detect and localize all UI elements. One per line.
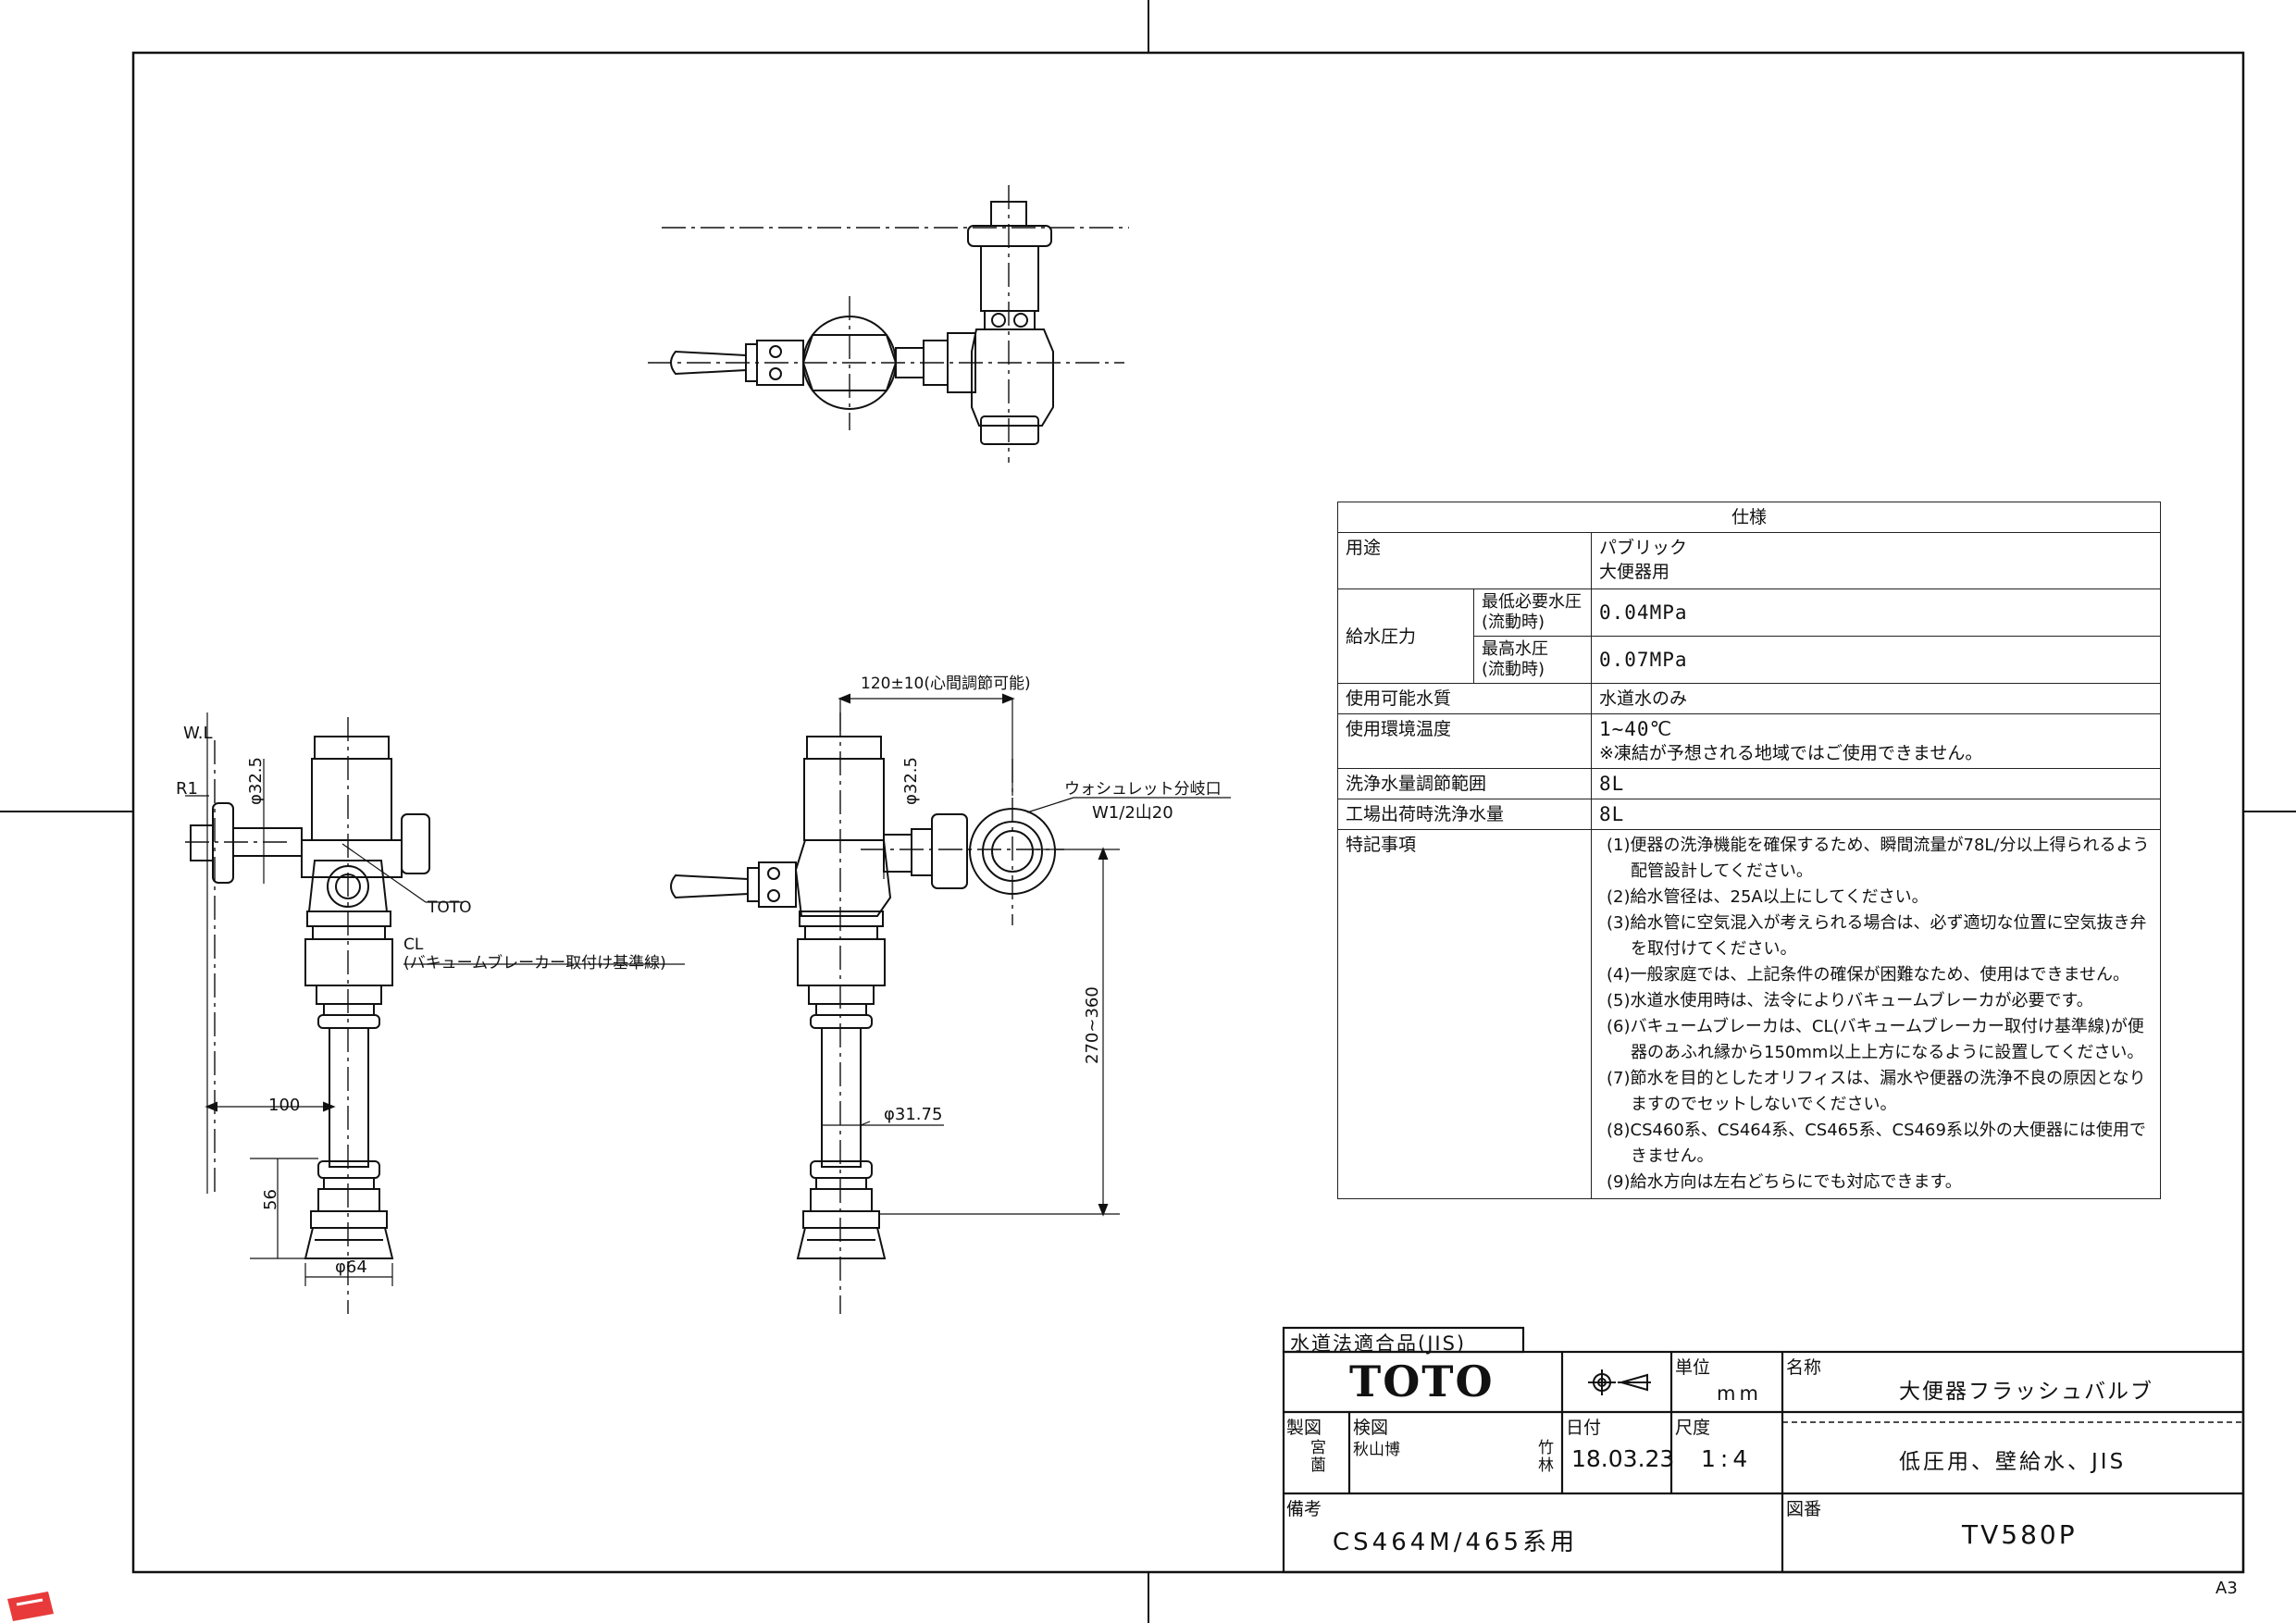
note-5: (5)水道水使用時は、法令によりバキュームブレーカが必要です。: [1607, 991, 2093, 1010]
max-pressure-label: 最高水圧 (流動時): [1473, 636, 1592, 684]
usage-value-public: パブリック: [1599, 538, 1688, 558]
corner-logo-icon: [7, 1592, 54, 1621]
usage-values: パブリック 大便器用: [1591, 532, 2161, 589]
scale-label: 尺度: [1675, 1418, 1711, 1438]
wl-label: W.L: [183, 724, 212, 743]
note-9: (9)給水方向は左右どちらにでも対応できます。: [1607, 1172, 1962, 1192]
top-view: [648, 185, 1129, 463]
dim-270-label: 270~360: [1083, 986, 1102, 1064]
usage-value-toilet: 大便器用: [1599, 562, 1670, 582]
note-7: (7)節水を目的としたオリフィスは、漏水や便器の洗浄不良の原因となりますのでセッ…: [1607, 1069, 2146, 1114]
note-3: (3)給水管に空気混入が考えられる場合は、必ず適切な位置に空気抜き弁を取付けてく…: [1607, 913, 2147, 959]
r1-label: R1: [176, 779, 198, 799]
phi325-right-label: φ32.5: [901, 757, 921, 805]
jis-compliance-label: 水道法適合品(JIS): [1290, 1332, 1467, 1355]
date-value: 18.03.23: [1571, 1445, 1675, 1472]
cl-label: CL: [403, 935, 424, 954]
temperature-label: 使用環境温度: [1337, 713, 1592, 769]
checked-names: 秋山博: [1353, 1441, 1400, 1459]
projection-symbol-icon: [1588, 1369, 1651, 1395]
washlet-branch-label: ウォシュレット分岐口: [1064, 780, 1222, 799]
notes-cell: (1)便器の洗浄機能を確保するため、瞬間流量が78L/分以上得られるよう配管設計…: [1591, 829, 2161, 1199]
description-value: 低圧用、壁給水、JIS: [1899, 1450, 2127, 1474]
spec-table: 仕様 用途 パブリック 大便器用 給水圧力 最低必要水圧 (流動時) 0.04M…: [1337, 502, 2161, 1199]
w12-label: W1/2山20: [1092, 803, 1173, 823]
sheet-size-label: A3: [2215, 1579, 2238, 1598]
left-front-view: [185, 712, 685, 1314]
dimension-labels: W.L R1 φ32.5 TOTO CL (バキュームブレーカー取付け基準線) …: [176, 675, 1222, 1277]
temperature-value: 1~40℃: [1599, 718, 1673, 740]
drawing-no-label: 図番: [1786, 1499, 1822, 1519]
note-1: (1)便器の洗浄機能を確保するため、瞬間流量が78L/分以上得られるよう配管設計…: [1607, 836, 2150, 881]
note-6: (6)バキュームブレーカは、CL(バキュームブレーカー取付け基準線)が便器のあふ…: [1607, 1017, 2144, 1062]
drawing-no-value: TV580P: [1962, 1519, 2078, 1550]
spec-title: 仕様: [1337, 502, 2161, 533]
flush-range-value: 8L: [1591, 768, 2161, 799]
phi64-label: φ64: [335, 1258, 367, 1277]
remarks-value: CS464M/465系用: [1333, 1529, 1579, 1556]
dim-120-label: 120±10(心間調節可能): [861, 675, 1031, 693]
scale-value: 1:4: [1701, 1445, 1753, 1472]
unit-value: mm: [1717, 1382, 1762, 1405]
date-label: 日付: [1566, 1418, 1602, 1438]
flush-range-label: 洗浄水量調節範囲: [1337, 768, 1592, 799]
name-label: 名称: [1786, 1357, 1822, 1378]
drawn-names: 宮薗: [1310, 1439, 1326, 1475]
phi325-left-label: φ32.5: [246, 757, 266, 805]
note-4: (4)一般家庭では、上記条件の確保が困難なため、使用はできません。: [1607, 965, 2129, 985]
cl-note-label: (バキュームブレーカー取付け基準線): [403, 953, 666, 973]
toto-leader-label: TOTO: [427, 898, 472, 917]
note-2: (2)給水管径は、25A以上にしてください。: [1607, 887, 1929, 907]
right-side-view: [670, 693, 1231, 1314]
max-pressure-value: 0.07MPa: [1591, 636, 2161, 684]
drawn-label: 製図: [1286, 1418, 1322, 1438]
name-value: 大便器フラッシュバルブ: [1899, 1380, 2153, 1404]
brand-logo: TOTO: [1349, 1357, 1495, 1406]
temperature-cell: 1~40℃ ※凍結が予想される地域ではご使用できません。: [1591, 713, 2161, 769]
checked-label: 検図: [1353, 1418, 1389, 1438]
approved-names: 竹林: [1538, 1439, 1554, 1475]
dim-56-label: 56: [261, 1189, 280, 1210]
min-pressure-label: 最低必要水圧 (流動時): [1473, 588, 1592, 637]
title-block-frame: [1282, 1326, 2245, 1574]
phi3175-label: φ31.75: [884, 1105, 942, 1124]
usage-label: 用途: [1337, 532, 1592, 589]
factory-flush-value: 8L: [1591, 799, 2161, 830]
min-pressure-value: 0.04MPa: [1591, 588, 2161, 637]
notes-label: 特記事項: [1337, 829, 1592, 1199]
remarks-label: 備考: [1286, 1499, 1322, 1519]
water-quality-label: 使用可能水質: [1337, 683, 1592, 714]
unit-label: 単位: [1675, 1357, 1711, 1378]
temperature-note: ※凍結が予想される地域ではご使用できません。: [1599, 743, 1983, 763]
dim-100-label: 100: [268, 1096, 300, 1115]
water-quality-value: 水道水のみ: [1591, 683, 2161, 714]
factory-flush-label: 工場出荷時洗浄水量: [1337, 799, 1592, 830]
note-8: (8)CS460系、CS464系、CS465系、CS469系以外の大便器には使用…: [1607, 1121, 2146, 1166]
pressure-label: 給水圧力: [1337, 588, 1474, 684]
